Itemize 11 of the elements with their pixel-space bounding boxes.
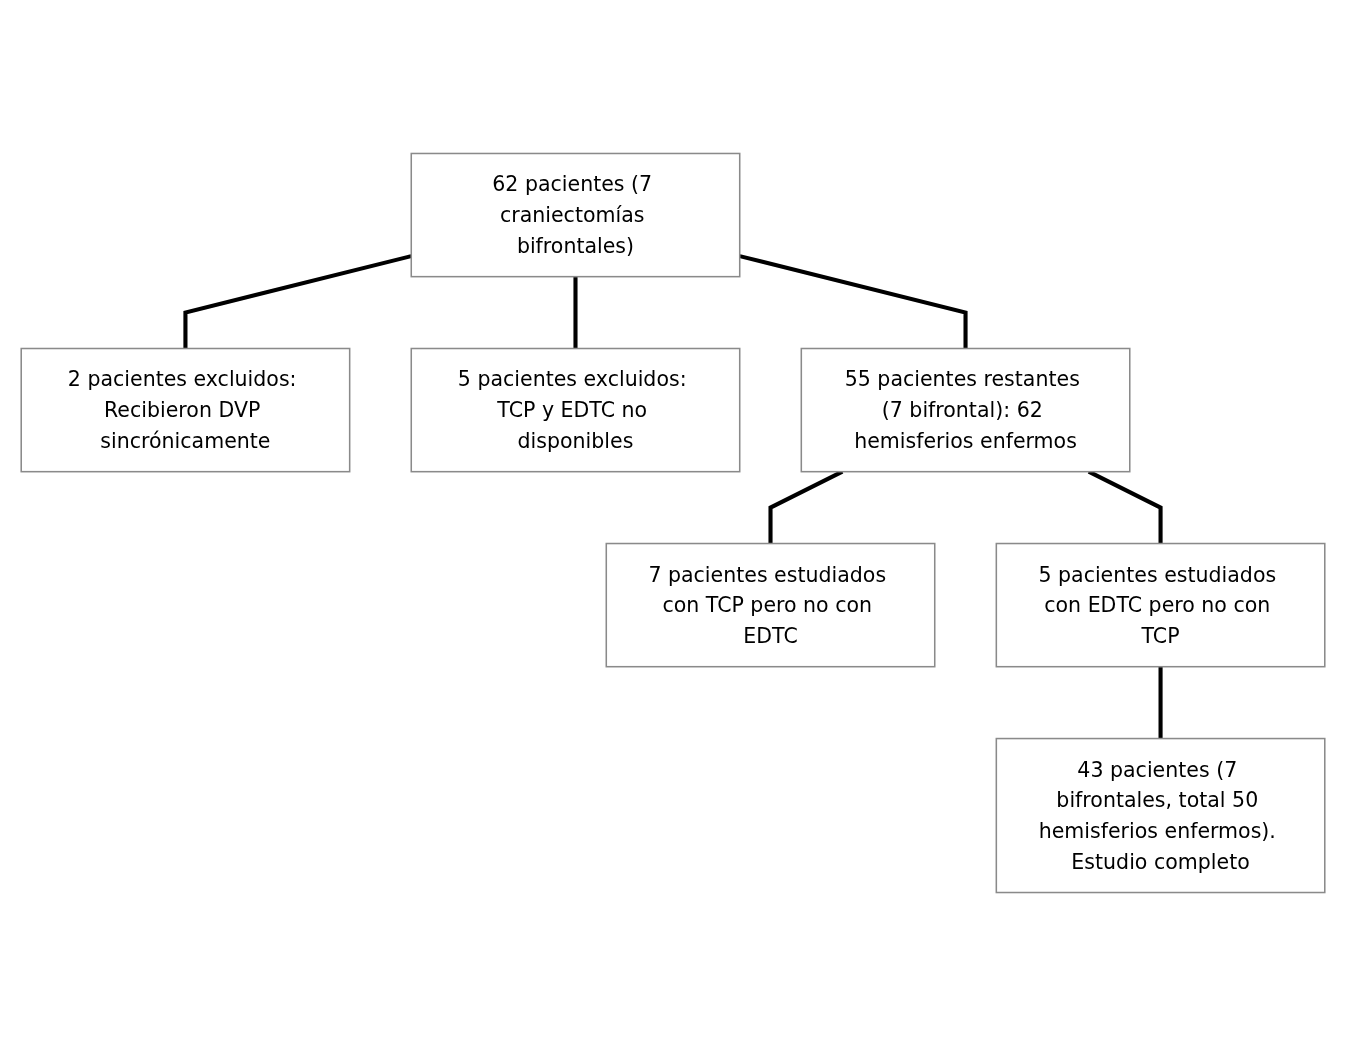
connector (573, 276, 578, 348)
connector (739, 253, 968, 348)
connector (183, 253, 412, 348)
connector (1158, 666, 1163, 739)
node-box: 5 pacientes estudiados con EDTC pero no con TCP (995, 542, 1326, 667)
node-box: 2 pacientes excluidos: Recibieron DVP sincrónicamente (20, 347, 351, 472)
node-box: 43 pacientes (7 bifrontales, total 50 hemisferios enfermos). Estudio completo (995, 737, 1326, 893)
node-box: 7 pacientes estudiados con TCP pero no con EDTC (605, 542, 936, 667)
node-box: 55 pacientes restantes (7 bifrontal): 62 hemisferios enfermos (800, 347, 1131, 472)
node-box: 62 pacientes (7 craniectomías bifrontales) (410, 152, 741, 277)
node-box: 5 pacientes excluidos: TCP y EDTC no disponibles (410, 347, 741, 472)
